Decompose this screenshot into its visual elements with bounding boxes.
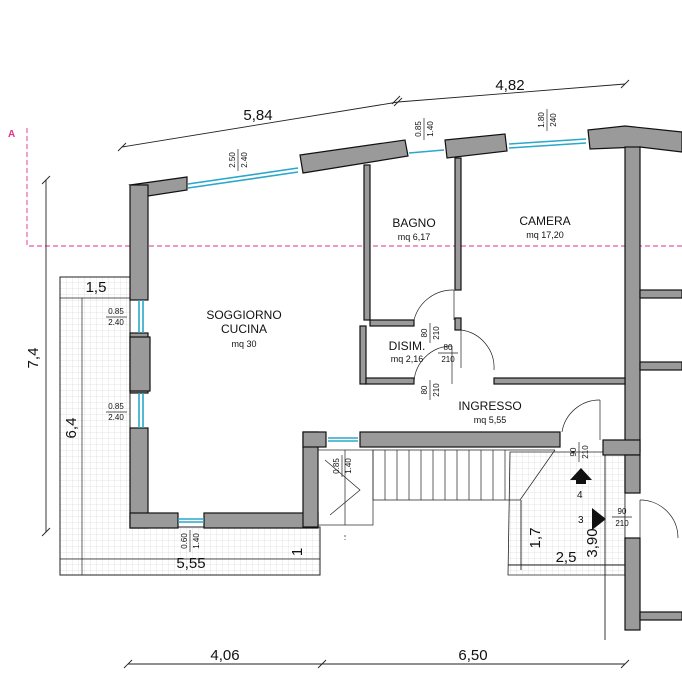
dim-left: 7,4 6,4 [25, 175, 80, 575]
svg-text:210: 210 [441, 355, 455, 364]
svg-text:210: 210 [581, 445, 590, 459]
room-ingresso: INGRESSO mq 5,55 [458, 399, 521, 425]
room-soggiorno: SOGGIORNO CUCINA mq 30 [206, 308, 281, 349]
svg-text:210: 210 [615, 519, 629, 528]
room-bagno: BAGNO mq 6,17 [392, 216, 435, 242]
svg-text:mq 6,17: mq 6,17 [398, 232, 431, 242]
svg-text:0.60: 0.60 [180, 533, 189, 549]
dim-bottom-wall: 5,55 [176, 555, 205, 572]
dim-landing-width: 2,5 [556, 549, 577, 566]
svg-text:mq 17,20: mq 17,20 [526, 230, 564, 240]
dim-landing-depth: 3,90 [584, 528, 601, 557]
svg-text:90: 90 [618, 507, 627, 516]
doors [413, 289, 679, 539]
staircase [317, 449, 556, 540]
svg-text:80: 80 [420, 385, 429, 394]
svg-text:CAMERA: CAMERA [519, 214, 570, 228]
svg-text:mq 30: mq 30 [231, 339, 256, 349]
svg-text:SOGGIORNO: SOGGIORNO [206, 308, 281, 322]
dim-left-inner: 6,4 [63, 418, 80, 439]
svg-text:0.85: 0.85 [332, 458, 341, 474]
svg-text:0.85: 0.85 [108, 402, 124, 411]
dim-bottom-left: 4,06 [210, 647, 239, 664]
dim-landing-height: 1,7 [527, 528, 544, 549]
svg-text:2.40: 2.40 [108, 413, 124, 422]
section-label: A [8, 129, 15, 140]
svg-text:1.40: 1.40 [344, 458, 353, 474]
svg-text:mq 5,55: mq 5,55 [474, 415, 507, 425]
room-camera: CAMERA mq 17,20 [519, 214, 570, 240]
windows [138, 138, 587, 523]
dim-terrace-top: 1,5 [86, 279, 107, 296]
dim-top-right: 4,82 [495, 77, 524, 94]
svg-text:80: 80 [444, 343, 453, 352]
walls [128, 125, 682, 631]
stair-number-3: 3 [578, 515, 584, 526]
svg-text:90: 90 [569, 447, 578, 456]
svg-text:210: 210 [432, 383, 441, 397]
dim-top: 5,84 4,82 [117, 77, 630, 152]
svg-text:1.40: 1.40 [192, 533, 201, 549]
svg-text:INGRESSO: INGRESSO [458, 399, 521, 413]
stair-treads [372, 449, 556, 501]
svg-text:1.80: 1.80 [537, 112, 546, 128]
dim-landing: 1,7 2,5 3,90 [508, 455, 625, 640]
dim-top-left: 5,84 [243, 107, 272, 124]
dim-left-outer: 7,4 [25, 348, 42, 369]
dim-terrace-side: 1 [289, 548, 306, 556]
svg-text:2.40: 2.40 [108, 318, 124, 327]
svg-text:DISIM.: DISIM. [389, 339, 426, 353]
svg-text:240: 240 [549, 113, 558, 127]
svg-text:1.40: 1.40 [426, 121, 435, 137]
svg-text:2.40: 2.40 [240, 152, 249, 168]
section-line-a: A [8, 128, 682, 247]
svg-text:0.85: 0.85 [108, 307, 124, 316]
svg-text:BAGNO: BAGNO [392, 216, 435, 230]
up-arrow-icon [570, 468, 592, 484]
svg-text:80: 80 [420, 328, 429, 337]
dim-bottom: 4,06 6,50 [123, 647, 630, 669]
room-disim: DISIM. mq 2,16 [389, 339, 426, 364]
svg-text:mq 2,16: mq 2,16 [391, 354, 424, 364]
dim-bottom-right: 6,50 [458, 647, 487, 664]
svg-text:210: 210 [432, 326, 441, 340]
right-arrow-icon [592, 508, 606, 530]
svg-text:CUCINA: CUCINA [221, 322, 267, 336]
svg-text:2.50: 2.50 [228, 152, 237, 168]
stair-number-4: 4 [577, 490, 583, 501]
opening-labels: 2.50 2.40 0.85 1.40 1.80 240 0.85 2.40 0… [106, 109, 632, 552]
svg-text:0.85: 0.85 [414, 121, 423, 137]
